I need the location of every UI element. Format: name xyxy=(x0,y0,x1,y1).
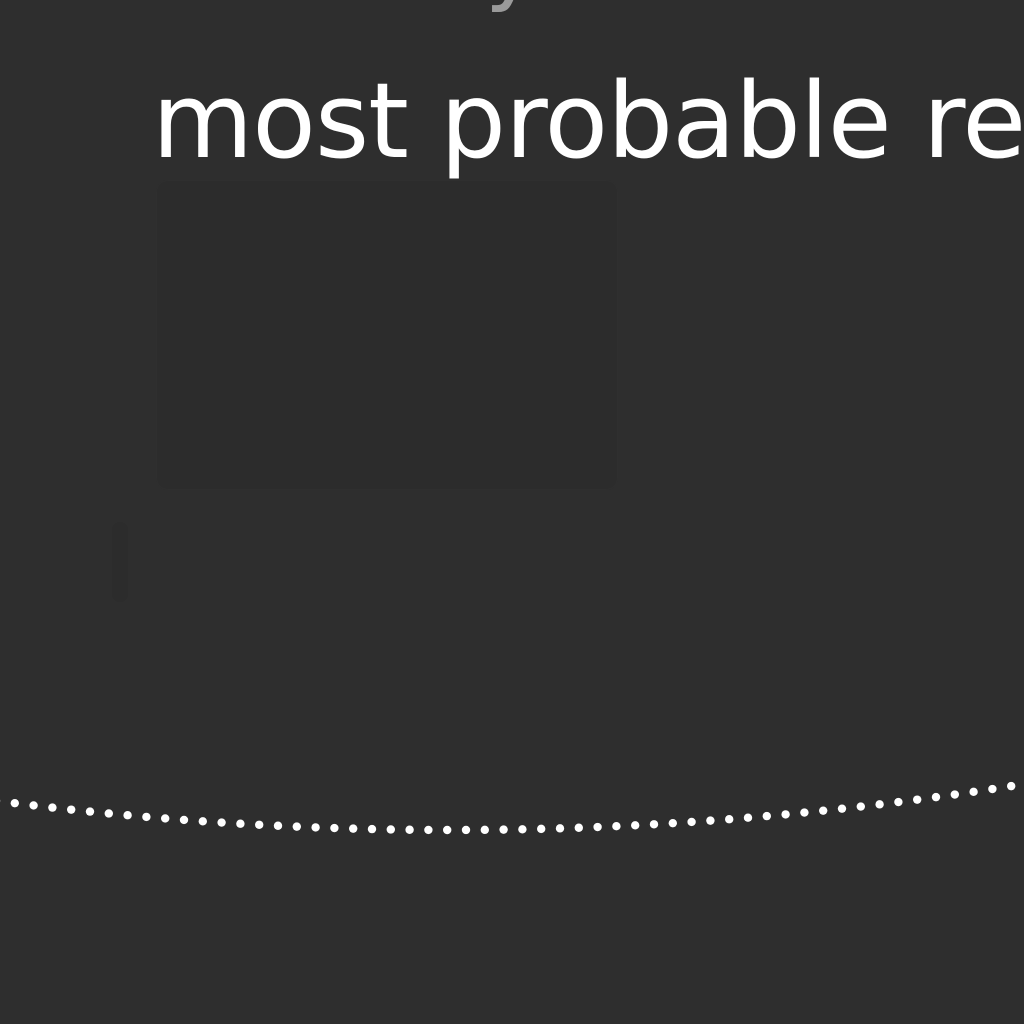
curve-dot xyxy=(649,820,659,829)
curve-dot xyxy=(255,820,264,829)
dotted-curve-points xyxy=(0,781,1016,835)
curve-dot xyxy=(743,813,753,822)
curve-dot xyxy=(931,792,941,802)
curve-dot xyxy=(236,819,245,828)
curve-dot xyxy=(330,823,339,833)
curve-dot xyxy=(518,825,527,834)
curve-dot xyxy=(537,824,546,834)
curve-dot xyxy=(668,818,677,828)
curve-dot xyxy=(48,803,57,812)
curve-dot xyxy=(480,825,489,835)
curve-dot xyxy=(179,815,189,825)
curve-dot xyxy=(574,823,583,832)
curve-dot xyxy=(631,821,640,830)
curve-dot xyxy=(405,825,414,834)
curve-dot xyxy=(104,809,114,818)
partially-visible-top-text: y xyxy=(0,0,1024,22)
curve-dot xyxy=(499,825,508,834)
curve-dot xyxy=(367,824,377,834)
top-partial-text: y xyxy=(485,0,539,22)
curve-dot xyxy=(123,811,132,820)
curve-dot xyxy=(969,787,978,797)
curve-dot xyxy=(687,817,696,827)
curve-dot xyxy=(819,806,828,815)
curve-dot xyxy=(10,798,19,808)
curve-dot xyxy=(725,815,734,824)
curve-dot xyxy=(762,811,771,821)
curve-dot xyxy=(950,790,959,799)
curve-dot xyxy=(612,822,621,831)
curve-dot xyxy=(217,818,226,827)
curve-dot xyxy=(386,825,395,834)
curve-dot xyxy=(311,823,320,832)
curve-dot xyxy=(837,804,847,813)
curve-dot xyxy=(856,802,865,811)
curve-dot xyxy=(988,784,997,794)
faint-background-shape xyxy=(112,522,128,602)
curve-dot xyxy=(593,822,602,832)
curve-dot xyxy=(706,816,715,825)
curve-dot xyxy=(443,825,452,835)
curve-dot xyxy=(1007,781,1016,791)
curve-dot xyxy=(29,801,38,810)
headline-text: most probable re xyxy=(152,60,1024,182)
curve-dot xyxy=(800,808,809,817)
curve-dot xyxy=(461,825,471,835)
curve-dot xyxy=(85,807,95,816)
curve-dot xyxy=(67,805,76,814)
curve-dot xyxy=(161,814,170,823)
curve-dot xyxy=(913,795,922,804)
curve-dot xyxy=(292,822,301,831)
faint-background-panel xyxy=(156,180,618,490)
curve-dot xyxy=(273,821,283,830)
curve-dot xyxy=(555,824,565,833)
curve-dot xyxy=(875,800,884,809)
curve-dot xyxy=(349,824,358,833)
curve-dot xyxy=(424,825,433,835)
curve-dot xyxy=(198,817,207,826)
curve-dot xyxy=(781,810,790,819)
curve-dot xyxy=(142,812,151,822)
curve-dot xyxy=(894,797,903,807)
